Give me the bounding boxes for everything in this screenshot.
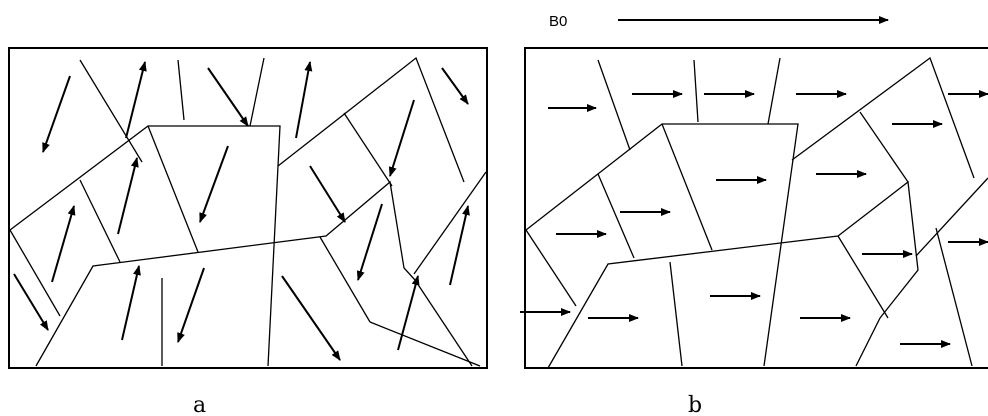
panel-b-frame — [524, 47, 988, 369]
arrow — [388, 99, 415, 177]
panel-a-frame — [8, 47, 488, 369]
arrow — [177, 267, 205, 343]
arrow — [309, 165, 346, 223]
panel-b-grain-boundaries — [525, 56, 988, 369]
arrow — [13, 273, 49, 331]
panel-a-grain-boundaries — [9, 56, 487, 367]
arrow — [356, 203, 383, 281]
arrow — [295, 61, 313, 139]
arrow — [199, 145, 229, 223]
panel-b-magnetization-arrows — [520, 90, 988, 348]
panel-a: a — [8, 47, 488, 416]
arrow — [449, 205, 470, 286]
arrow — [281, 275, 341, 361]
arrow — [125, 61, 147, 139]
panel-b: B0 b — [520, 13, 988, 416]
arrow — [51, 205, 76, 283]
panel-a-label: a — [193, 393, 206, 416]
arrow — [397, 275, 420, 351]
arrow — [42, 75, 71, 153]
panel-a-magnetization-arrows — [13, 61, 470, 361]
arrow — [121, 265, 141, 341]
arrow — [207, 67, 249, 127]
field-label-b0: B0 — [549, 13, 567, 30]
arrow — [117, 157, 139, 235]
arrow — [441, 67, 469, 105]
panel-b-label: b — [688, 393, 702, 416]
